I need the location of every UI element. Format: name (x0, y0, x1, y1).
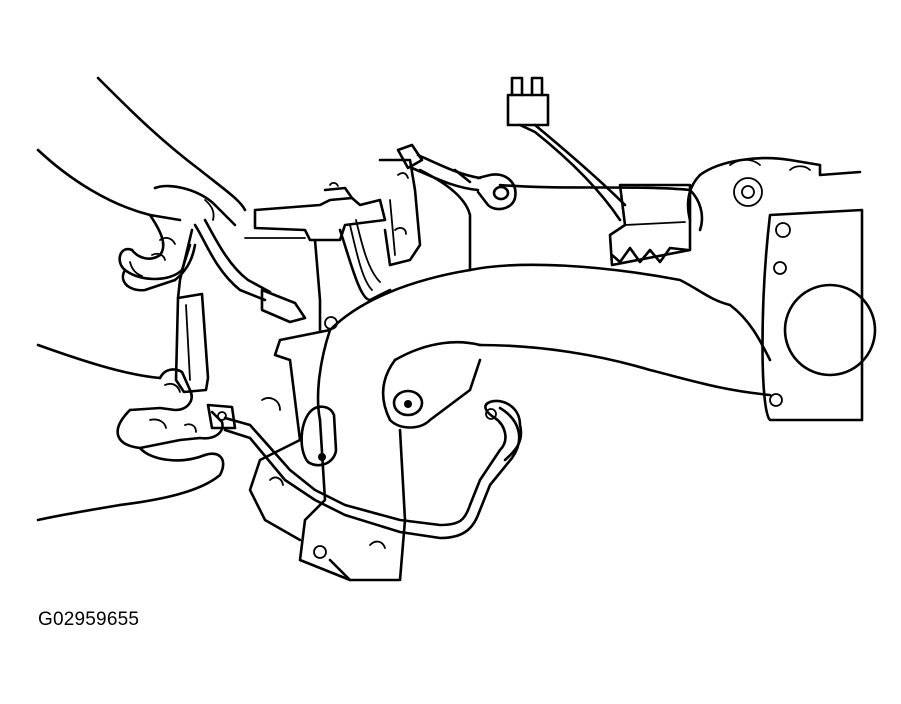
injector-pipe-icon (174, 218, 307, 394)
hose-icon (396, 143, 517, 211)
connector-icon (506, 76, 692, 267)
fuel-return-pipe-icon (206, 399, 523, 540)
flange-icon (698, 156, 877, 422)
intake-manifold-icon (248, 158, 772, 582)
fuel-pipe-icon (244, 181, 387, 242)
hand-icon (36, 343, 225, 522)
hand-icon (36, 76, 247, 292)
figure-id-label: G02959655 (38, 609, 140, 630)
